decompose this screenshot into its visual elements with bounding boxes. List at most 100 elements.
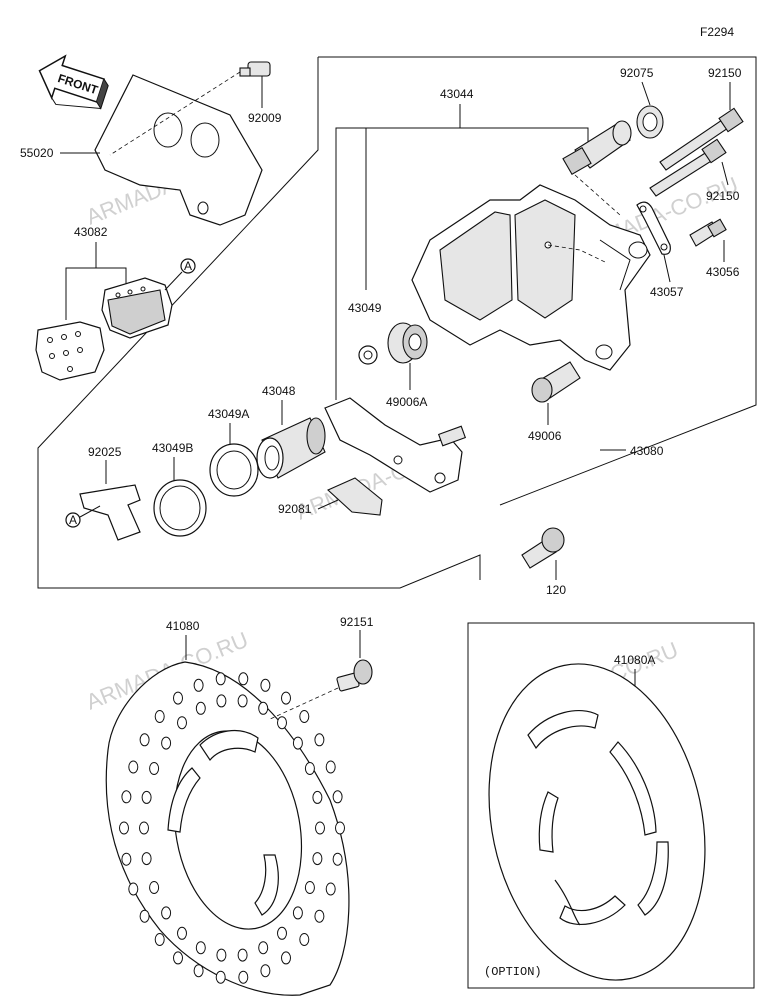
- label-92150-bottom: 92150: [706, 189, 740, 203]
- disc-hole: [312, 852, 323, 866]
- disc-hole: [154, 710, 165, 723]
- disc-hole: [332, 790, 343, 804]
- bolt-49006: [531, 361, 581, 403]
- callout-a-bottom: [65, 512, 81, 528]
- disc-hole: [260, 678, 271, 692]
- label-43080: 43080: [630, 444, 664, 458]
- disc-hole: [139, 733, 150, 747]
- label-43048: 43048: [262, 384, 296, 398]
- disc-hole: [149, 881, 160, 894]
- disc-hole: [154, 933, 165, 946]
- disc-hole: [332, 852, 343, 866]
- disc-hole: [161, 736, 172, 750]
- seal-43049A: [209, 443, 259, 497]
- slide-pin-assembly: [562, 120, 632, 176]
- bushing-49006A: [387, 322, 428, 364]
- callout-a-bottom-letter: A: [69, 513, 77, 527]
- caliper-body: [411, 184, 651, 371]
- disc-hole: [177, 926, 187, 940]
- disc-hole: [258, 701, 269, 715]
- brake-pad-outer: [101, 277, 173, 339]
- disc-hole: [238, 672, 249, 686]
- disc-hole: [237, 694, 248, 708]
- brake-pad-inner: [35, 321, 105, 381]
- disc-hole: [141, 852, 152, 866]
- disc-hole: [258, 941, 269, 955]
- clip-43057: [636, 201, 671, 255]
- label-41080: 41080: [166, 619, 200, 633]
- bolt-92151: [336, 659, 373, 692]
- disc-holes: [119, 672, 345, 984]
- bolt-92009: [239, 61, 271, 77]
- label-92150-top: 92150: [708, 66, 742, 80]
- front-arrow: FRONT: [38, 54, 109, 110]
- label-43049B: 43049B: [152, 441, 193, 455]
- callout-a-top-letter: A: [184, 259, 192, 273]
- label-43082: 43082: [74, 225, 108, 239]
- disc-hole: [238, 970, 249, 984]
- disc-hole: [177, 716, 187, 730]
- disc-hole: [173, 951, 183, 965]
- bleeder-43056: [689, 218, 727, 247]
- label-92009: 92009: [248, 111, 282, 125]
- disc-hole: [277, 716, 287, 730]
- figure-code: F2294: [700, 25, 734, 39]
- label-41080A: 41080A: [614, 653, 655, 667]
- disc-hole: [141, 790, 152, 804]
- disc-hole: [215, 970, 226, 984]
- label-92075: 92075: [620, 66, 654, 80]
- pin-92150-lower: [649, 138, 727, 197]
- disc-hole: [173, 691, 183, 705]
- label-43056: 43056: [706, 265, 740, 279]
- option-box: [467, 622, 755, 989]
- disc-hole: [315, 821, 325, 835]
- pad-spring-92081: [327, 477, 383, 516]
- disc-hole: [281, 691, 291, 705]
- disc-hole: [299, 710, 310, 723]
- label-92025: 92025: [88, 445, 122, 459]
- label-49006: 49006: [528, 429, 562, 443]
- label-43049: 43049: [348, 301, 382, 315]
- disc-hole: [281, 951, 291, 965]
- disc-hole: [119, 821, 129, 835]
- label-49006A: 49006A: [386, 395, 427, 409]
- disc-hole: [195, 941, 206, 955]
- label-55020: 55020: [20, 146, 54, 160]
- ring-43049: [358, 345, 378, 365]
- disc-hole: [314, 909, 325, 923]
- disc-hole: [161, 906, 172, 920]
- disc-hole: [195, 701, 206, 715]
- assembly-boundary-left: [37, 57, 481, 589]
- label-92151: 92151: [340, 615, 374, 629]
- disc-hole: [277, 926, 287, 940]
- disc-hole: [216, 694, 227, 708]
- seal-92075: [636, 105, 664, 139]
- option-label: (OPTION): [484, 965, 542, 979]
- disc-hole: [149, 762, 160, 775]
- label-120: 120: [546, 583, 566, 597]
- disc-hole: [237, 948, 248, 962]
- assembly-boundary-right: [318, 56, 757, 506]
- piston-43048: [256, 417, 326, 479]
- disc-hole: [121, 790, 132, 804]
- disc-hole: [193, 678, 204, 692]
- disc-hole: [292, 736, 303, 750]
- ring-43049B: [153, 479, 207, 537]
- disc-hole: [128, 760, 139, 774]
- disc-hole: [325, 882, 336, 896]
- watermarks: ARMADA-CO.RU ARMADA-CO.RU ARMADA-CO.RU A…: [83, 142, 742, 725]
- callout-a-top: [180, 258, 196, 274]
- brake-disc-41080A: [488, 663, 706, 981]
- disc-hole: [215, 672, 226, 686]
- disc-hole: [304, 881, 315, 894]
- disc-hole: [121, 852, 132, 866]
- caliper-bracket: [324, 397, 467, 493]
- disc-hole: [292, 906, 303, 920]
- disc-hole: [304, 762, 315, 775]
- disc-hole: [325, 760, 336, 774]
- disc-hole: [335, 821, 345, 835]
- disc-hole: [314, 733, 325, 747]
- bracket-55020: [94, 74, 263, 226]
